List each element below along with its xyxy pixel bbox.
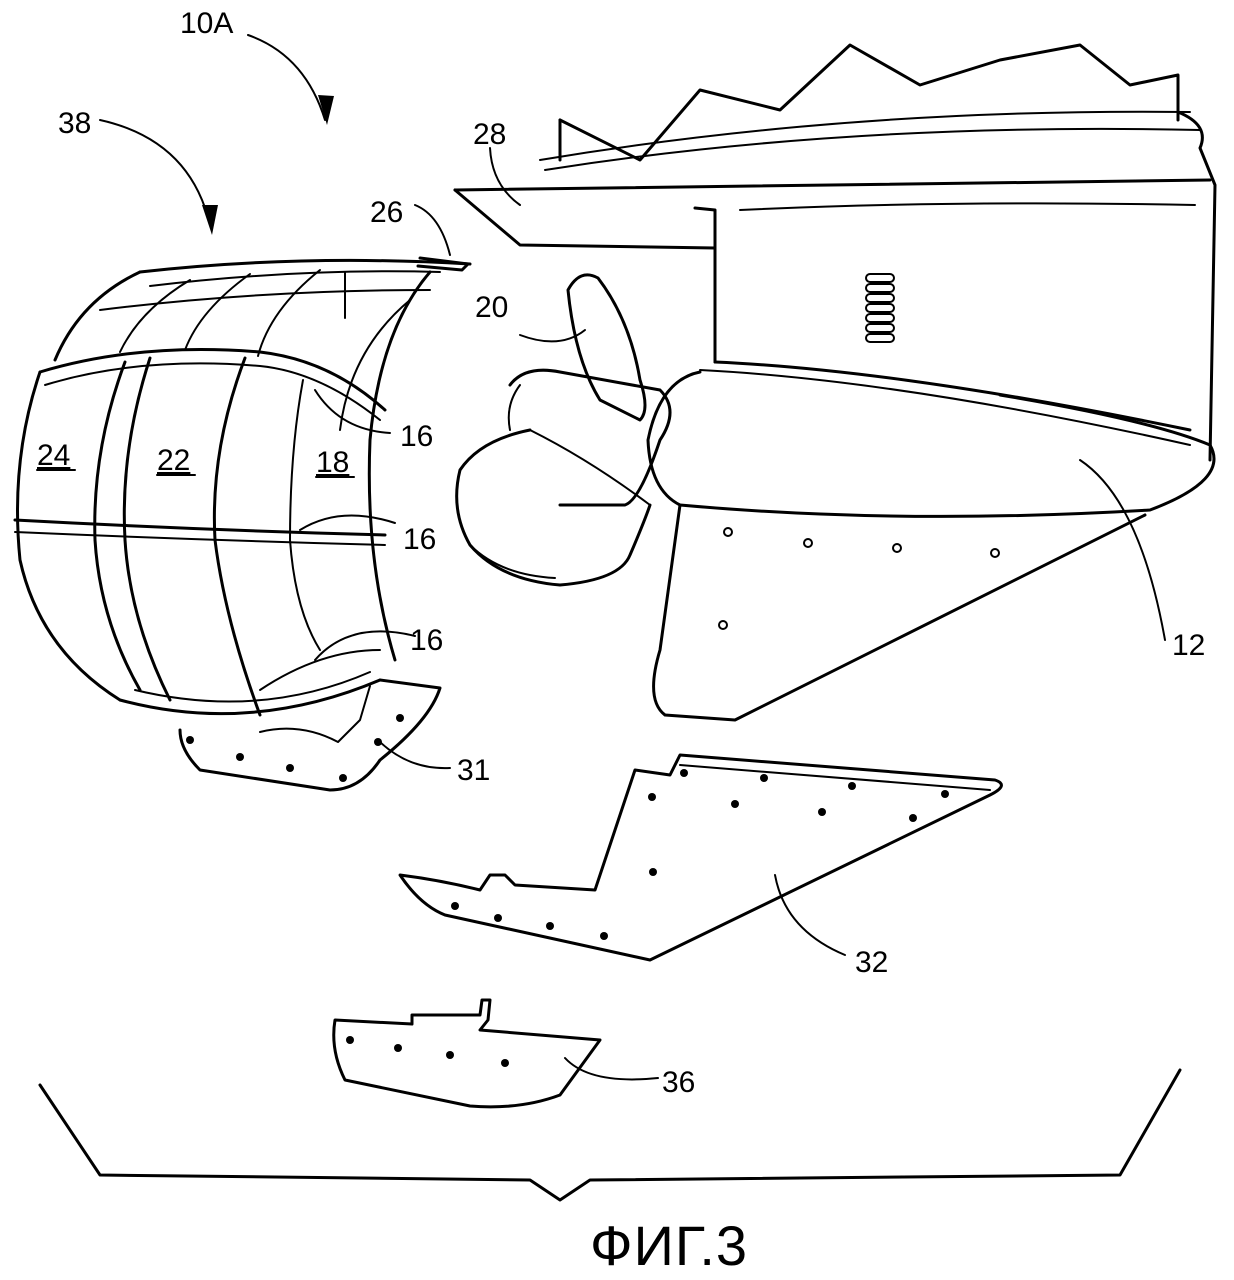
label-36: 36 <box>662 1066 695 1099</box>
label-16-upper: 16 <box>400 420 433 453</box>
label-24: 24 <box>37 439 70 472</box>
label-10a: 10A <box>180 7 233 40</box>
water-intake-vents <box>865 273 895 343</box>
label-20: 20 <box>475 291 508 324</box>
label-22: 22 <box>157 444 190 477</box>
label-18: 18 <box>316 446 349 479</box>
label-38: 38 <box>58 107 91 140</box>
assembly-brace <box>38 1068 1182 1202</box>
label-26: 26 <box>370 196 403 229</box>
label-31: 31 <box>457 754 490 787</box>
skeg-plate <box>398 753 1003 962</box>
figure-caption: ФИГ.3 <box>590 1214 748 1277</box>
leader-lines <box>99 34 1166 1081</box>
label-32: 32 <box>855 946 888 979</box>
label-28: 28 <box>473 118 506 151</box>
label-16-lower: 16 <box>410 624 443 657</box>
reference-labels: 10A 38 26 28 20 16 16 16 24 22 18 31 12 … <box>36 7 1205 1099</box>
label-12: 12 <box>1172 629 1205 662</box>
gearcase-housing <box>453 43 1217 722</box>
propeller <box>455 273 672 587</box>
label-16-middle: 16 <box>403 523 436 556</box>
small-plate <box>332 998 602 1109</box>
nozzle-assembly <box>13 256 472 792</box>
